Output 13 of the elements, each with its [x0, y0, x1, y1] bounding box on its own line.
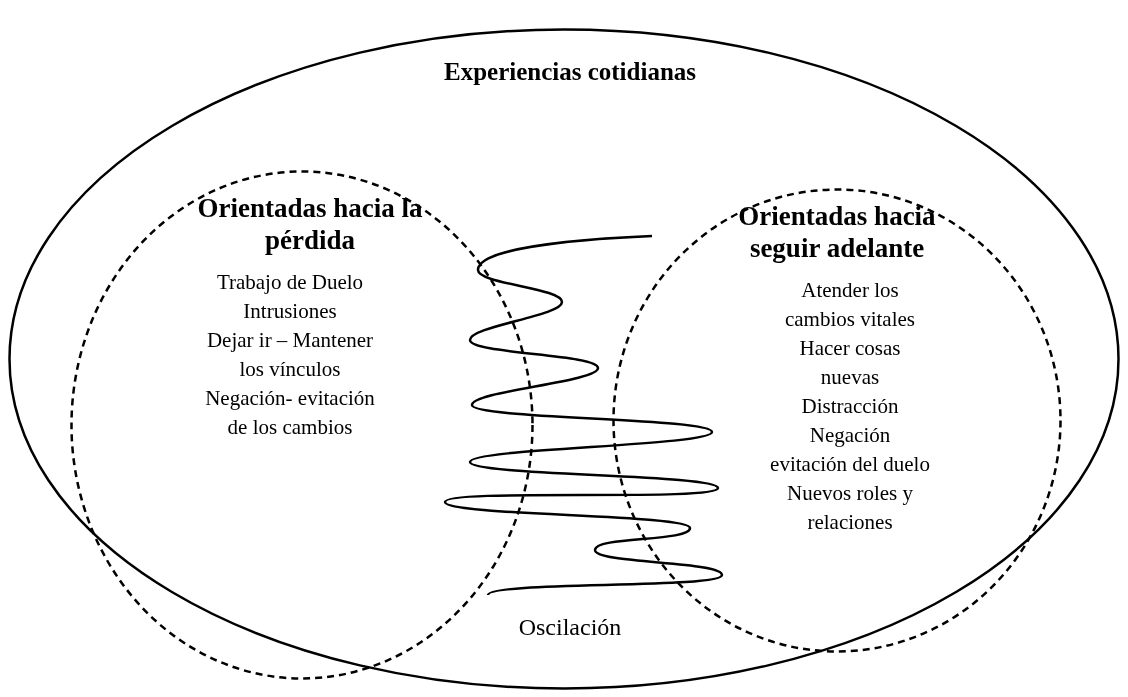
list-item: Nuevos roles y relaciones — [786, 480, 914, 536]
list-item: Hacer cosas nuevas — [798, 335, 902, 391]
list-item: Negación evitación del duelo — [770, 422, 930, 478]
outer-ellipse — [8, 28, 1120, 690]
list-item: Atender los cambios vitales — [783, 277, 917, 333]
list-item: Trabajo de Duelo — [215, 269, 365, 296]
list-item: Distracción — [800, 393, 900, 420]
list-item: Negación- evitación de los cambios — [204, 385, 376, 441]
circle-heading: Orientadas hacia seguir adelante — [737, 200, 937, 264]
diagram-heading: Experiencias cotidianas — [443, 58, 697, 86]
list-item: Dejar ir – Mantener los vínculos — [205, 327, 375, 383]
oscillation-label: Oscilación — [518, 614, 622, 641]
list-item: Intrusiones — [242, 298, 338, 325]
